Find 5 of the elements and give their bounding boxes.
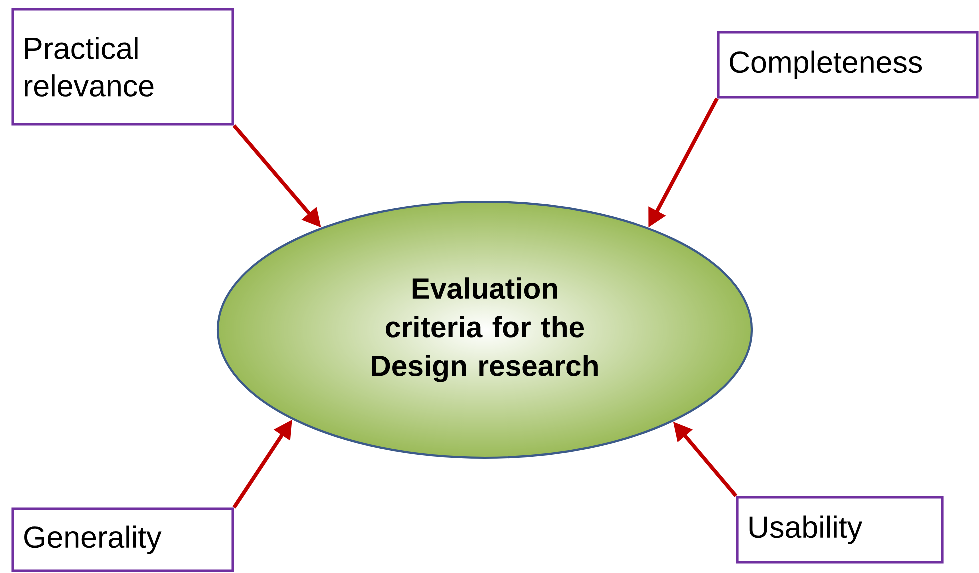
text-box: Generality (12, 508, 234, 572)
ellipse-node: Evaluation criteria for the Design research (216, 200, 754, 460)
text-box: Usability (736, 496, 944, 564)
text-box: Completeness (717, 31, 979, 99)
text-box: Practical relevance (12, 8, 234, 126)
